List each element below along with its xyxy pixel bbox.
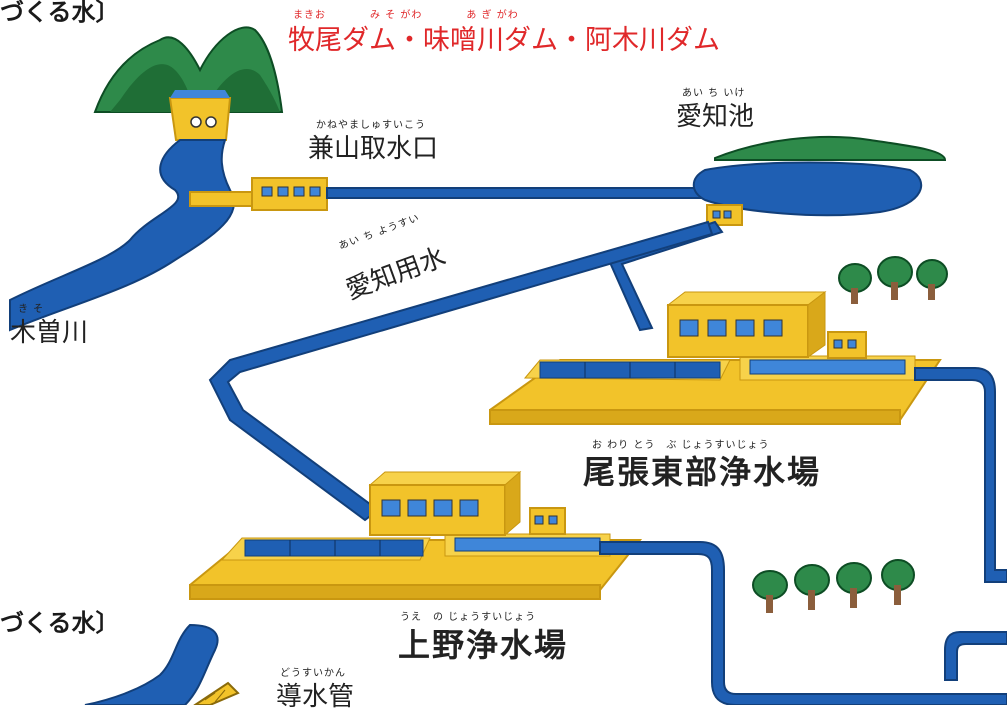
pipe-ruby: どうすいかん — [280, 668, 346, 679]
dams-ruby: まきお み そ がわ あ ぎ がわ — [293, 10, 519, 21]
ueno-plant-ruby: うえ の じょうすいじょう — [400, 612, 537, 623]
trees-lower — [752, 559, 915, 613]
owari-plant-label: 尾張東部浄水場 — [583, 453, 822, 491]
pipe-from-owari — [914, 367, 1007, 583]
ueno-plant-label: 上野浄水場 — [398, 626, 569, 664]
canal-to-pond — [326, 187, 721, 199]
section-heading: づくる水〕 — [0, 609, 120, 637]
river-label: 木曽川 — [10, 318, 89, 348]
river-ruby: き そ — [18, 304, 45, 315]
dam — [168, 90, 232, 141]
dams-label: 牧尾ダム・味噌川ダム・阿木川ダム — [288, 25, 720, 56]
intake-label: 兼山取水口 — [308, 134, 439, 164]
top-left-heading: づくる水〕 — [0, 0, 120, 26]
pipe-label: 導水管 — [276, 682, 355, 712]
pond-ruby: あい ち いけ — [682, 88, 746, 99]
pipe-from-ueno — [599, 541, 1007, 706]
conduit-pipe — [191, 681, 240, 706]
owari-plant-ruby: お わり とう ぶ じょうすいじょう — [592, 440, 770, 451]
intake-ruby: かねやましゅすいこう — [316, 120, 426, 131]
pond-outlet-structure — [706, 204, 743, 226]
owari-plant — [489, 290, 942, 425]
intake-structure — [189, 177, 328, 211]
aichi-pond — [692, 135, 947, 217]
pond-label: 愛知池 — [676, 102, 755, 132]
trees-upper — [838, 256, 948, 304]
ueno-plant — [189, 470, 643, 600]
pipe-right-stub — [944, 631, 1007, 681]
